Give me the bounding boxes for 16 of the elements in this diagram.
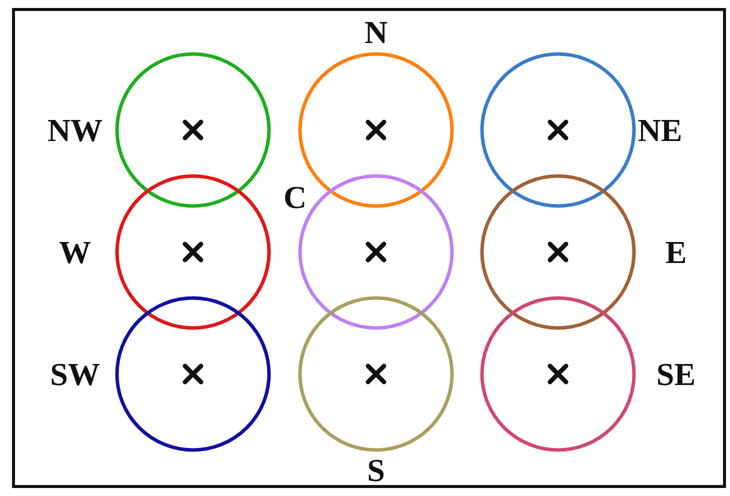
direction-label: SE xyxy=(656,358,696,390)
direction-label: E xyxy=(665,236,687,268)
direction-label: N xyxy=(364,16,388,48)
circle-outline xyxy=(298,296,454,452)
circle-outline xyxy=(480,296,636,452)
circle-outline xyxy=(115,52,271,208)
circle-outline xyxy=(480,174,636,330)
direction-label: C xyxy=(283,181,307,213)
direction-label: S xyxy=(367,454,385,486)
direction-label: NW xyxy=(47,114,103,146)
direction-label: W xyxy=(59,236,91,268)
circle-outline xyxy=(480,52,636,208)
circle-outline xyxy=(115,296,271,452)
direction-label: NE xyxy=(638,114,682,146)
circle-outline xyxy=(115,174,271,330)
direction-label: SW xyxy=(50,358,100,390)
